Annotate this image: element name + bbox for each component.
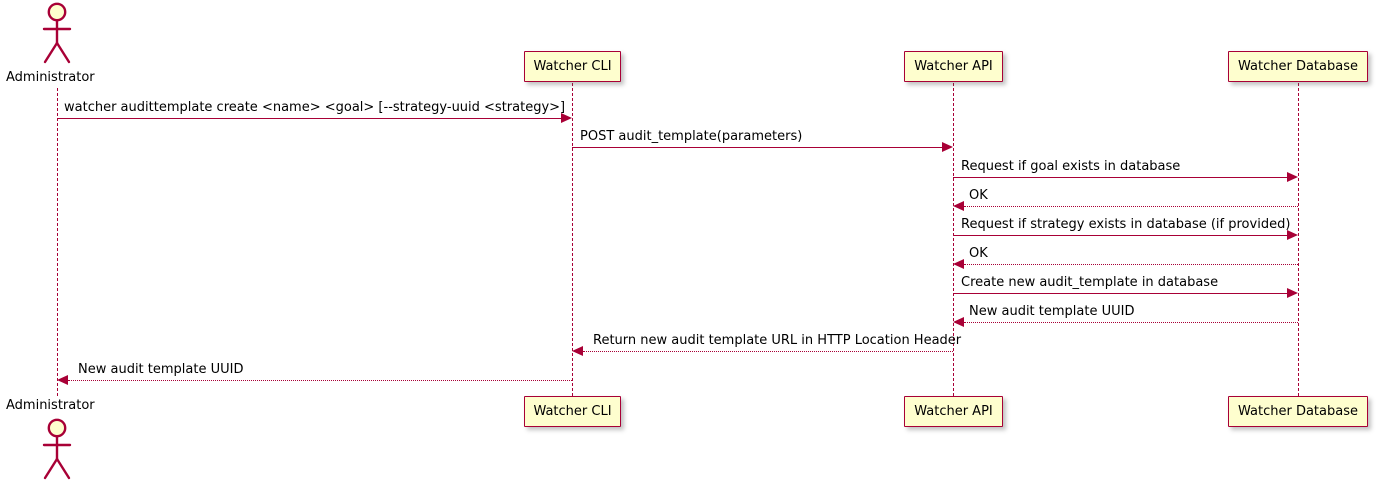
actor-figure-icon [42,418,72,480]
message-line-5 [953,235,1288,236]
message-line-9 [583,351,953,352]
message-arrowhead-6 [953,259,964,269]
message-arrowhead-2 [942,142,953,152]
participant-box-watcher-api-top[interactable]: Watcher API [904,51,1003,82]
actor-administrator-bottom [34,418,80,480]
message-line-8 [964,322,1298,323]
lifeline-watcher-database [1298,83,1299,396]
message-arrowhead-5 [1287,230,1298,240]
participant-box-watcher-cli-top[interactable]: Watcher CLI [524,51,621,82]
message-line-6 [964,264,1298,265]
message-line-2 [572,147,943,148]
message-arrowhead-10 [57,375,68,385]
lifeline-administrator [57,88,58,396]
message-arrowhead-4 [953,201,964,211]
lifeline-watcher-cli [572,83,573,396]
message-arrowhead-3 [1287,172,1298,182]
actor-label-administrator-bottom: Administrator [6,398,95,413]
message-label-3: Request if goal exists in database [961,159,1181,174]
message-arrowhead-1 [561,113,572,123]
message-arrowhead-9 [572,346,583,356]
lifeline-watcher-api [953,83,954,396]
message-line-7 [953,293,1288,294]
participant-box-watcher-database-bottom[interactable]: Watcher Database [1228,396,1368,427]
message-label-2: POST audit_template(parameters) [580,129,803,144]
actor-figure-icon [42,2,72,64]
message-label-7: Create new audit_template in database [961,275,1219,290]
message-line-4 [964,206,1298,207]
message-label-8: New audit template UUID [969,304,1135,319]
message-line-1 [57,118,562,119]
message-arrowhead-8 [953,317,964,327]
actor-administrator-top [34,2,80,64]
message-label-6: OK [969,246,988,261]
actor-label-administrator-top: Administrator [6,70,95,85]
message-line-10 [68,380,572,381]
message-arrowhead-7 [1287,288,1298,298]
message-line-3 [953,177,1288,178]
message-label-4: OK [969,188,988,203]
participant-box-watcher-database-top[interactable]: Watcher Database [1228,51,1368,82]
participant-box-watcher-api-bottom[interactable]: Watcher API [904,396,1003,427]
participant-box-watcher-cli-bottom[interactable]: Watcher CLI [524,396,621,427]
message-label-9: Return new audit template URL in HTTP Lo… [593,333,962,348]
message-label-10: New audit template UUID [78,362,244,377]
message-label-1: watcher audittemplate create <name> <goa… [64,100,566,115]
message-label-5: Request if strategy exists in database (… [961,217,1291,232]
